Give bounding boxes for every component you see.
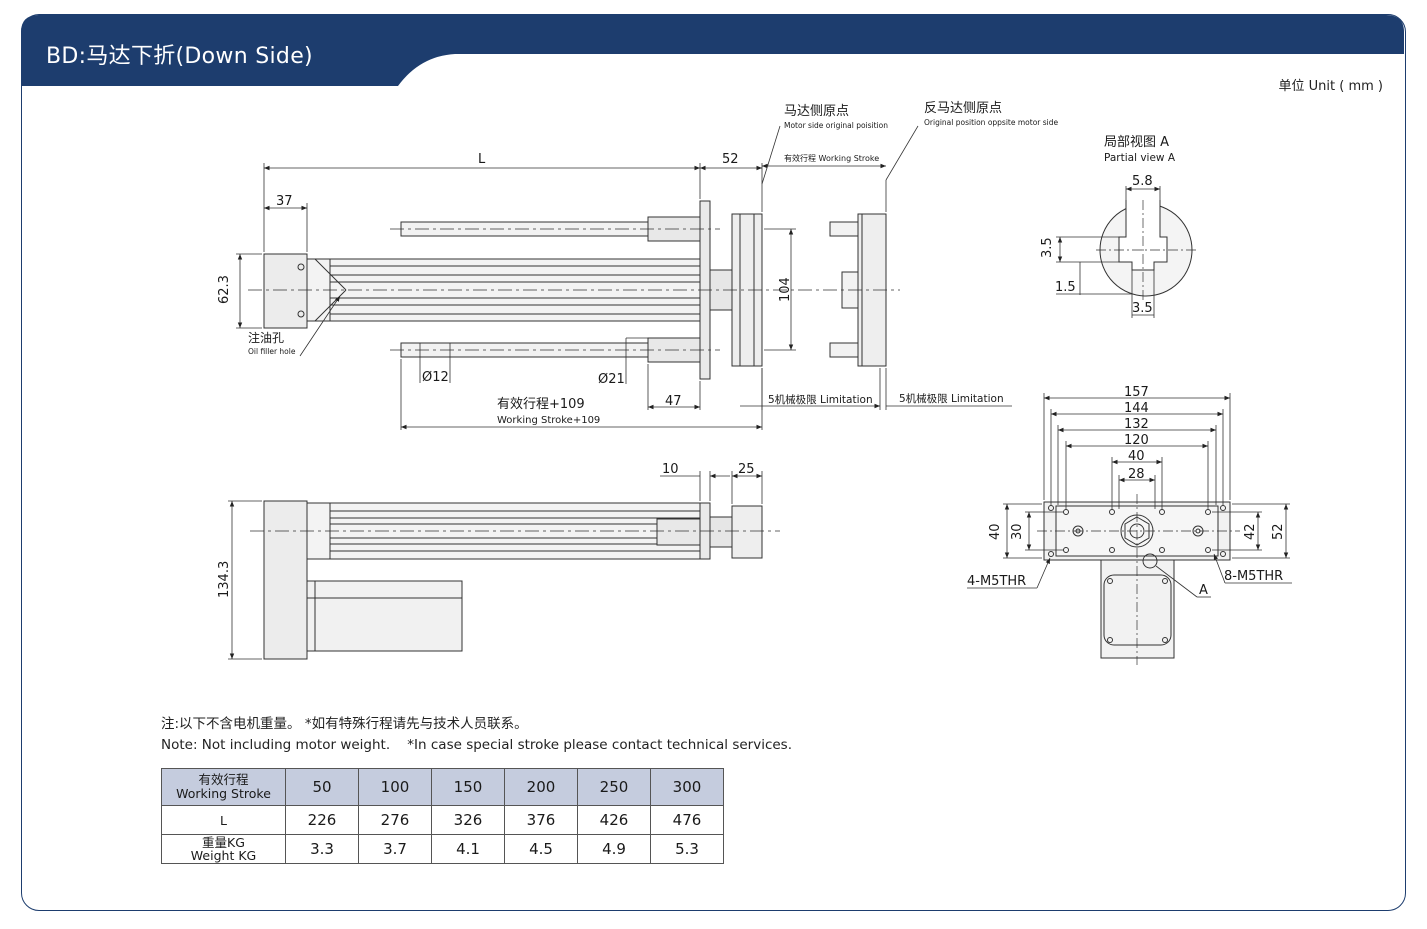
label-oil-cn: 注油孔 [248,330,284,345]
page-title: BD:马达下折(Down Side) [46,44,313,69]
label-motor-origin-cn: 马达侧原点 [784,104,849,119]
header-banner [21,15,1404,86]
weight-cell: 4.9 [577,834,651,864]
dim-28: 28 [1128,467,1145,482]
note-cn: 注:以下不含电机重量。 *如有特殊行程请先与技术人员联系。 [161,716,528,732]
label-oil-en: Oil filler hole [248,347,296,356]
label-working-stroke-small: 有效行程 Working Stroke [784,153,879,163]
dim-52-height: 52 [1271,523,1286,540]
stroke-cell: 250 [577,768,651,806]
dims-side [228,471,763,660]
note-en: Note: Not including motor weight. *In ca… [161,737,793,753]
dim-L: L [478,152,486,167]
dim-157: 157 [1124,385,1149,400]
dim-104: 104 [778,277,793,302]
stroke-cell: 150 [431,768,505,806]
dim-132: 132 [1124,417,1149,432]
dim-37: 37 [276,194,293,209]
label-limit-1: 5机械极限 Limitation [768,393,873,406]
dim-5-8: 5.8 [1132,174,1153,189]
dim-134-3: 134.3 [217,561,232,598]
dim-12: Ø12 [422,370,449,385]
weight-cell: 3.3 [285,834,359,864]
dim-62-3: 62.3 [217,275,232,304]
label-anti-origin-en: Original position oppsite motor side [924,118,1059,127]
stroke-cell: 300 [650,768,724,806]
dim-120: 120 [1124,433,1149,448]
stroke-cell: 50 [285,768,359,806]
dim-42: 42 [1243,523,1258,540]
unit-label: 单位 Unit ( mm ) [1278,79,1383,94]
table-row-weight: 重量KG Weight KG 3.3 3.7 4.1 4.5 4.9 5.3 [161,834,724,864]
table-row-L: L 226 276 326 376 426 476 [161,805,724,835]
label-4-m5thr: 4-M5THR [967,574,1026,589]
label-ws109-en: Working Stroke+109 [497,415,600,426]
dim-40-width: 40 [1128,449,1145,464]
L-cell: 276 [358,805,432,835]
table-header-row: 有效行程 Working Stroke 50 100 150 200 250 3… [161,768,724,806]
header-working-stroke: 有效行程 Working Stroke [161,768,286,806]
dim-30: 30 [1010,523,1025,540]
weight-cell: 3.7 [358,834,432,864]
L-cell: 476 [650,805,724,835]
label-motor-origin-en: Motor side original poisition [784,121,888,130]
dim-40-height: 40 [988,523,1003,540]
L-cell: 226 [285,805,359,835]
row-label-weight: 重量KG Weight KG [161,834,286,864]
weight-label-cn: 重量KG [202,835,245,850]
label-ws109-cn: 有效行程+109 [497,397,585,412]
row-label-L: L [161,805,286,835]
dims-end [967,393,1292,598]
L-cell: 376 [504,805,578,835]
centerlines-partial [1096,200,1196,300]
L-cell: 326 [431,805,505,835]
dim-25: 25 [738,462,755,477]
label-a: A [1199,583,1208,598]
weight-label-en: Weight KG [190,848,257,863]
drawing-frame [21,14,1406,911]
dim-21: Ø21 [598,372,625,387]
dim-47: 47 [665,394,682,409]
dims-top [236,125,1012,430]
weight-cell: 4.5 [504,834,578,864]
dim-52: 52 [722,152,739,167]
spec-table: 有效行程 Working Stroke 50 100 150 200 250 3… [161,768,724,864]
centerlines-end [1037,494,1240,665]
header-cn: 有效行程 [198,772,249,787]
stroke-cell: 200 [504,768,578,806]
dim-3-5-vertical: 3.5 [1040,237,1055,258]
dim-10: 10 [662,462,679,477]
stroke-cell: 100 [358,768,432,806]
weight-cell: 4.1 [431,834,505,864]
header-en: Working Stroke [176,786,271,801]
L-cell: 426 [577,805,651,835]
partial-view-en: Partial view A [1104,152,1176,164]
dim-3-5-horizontal: 3.5 [1132,301,1153,316]
dim-1-5: 1.5 [1055,280,1076,295]
partial-view-a [1056,186,1193,318]
side-view [263,500,763,660]
weight-cell: 5.3 [650,834,724,864]
dim-144: 144 [1124,401,1149,416]
notes: 注:以下不含电机重量。 *如有特殊行程请先与技术人员联系。 Note: Not … [161,714,792,756]
label-8-m5thr: 8-M5THR [1224,569,1283,584]
partial-view-cn: 局部视图 A [1104,135,1169,150]
label-limit-2: 5机械极限 Limitation [899,392,1004,405]
label-anti-origin-cn: 反马达侧原点 [924,101,1002,116]
